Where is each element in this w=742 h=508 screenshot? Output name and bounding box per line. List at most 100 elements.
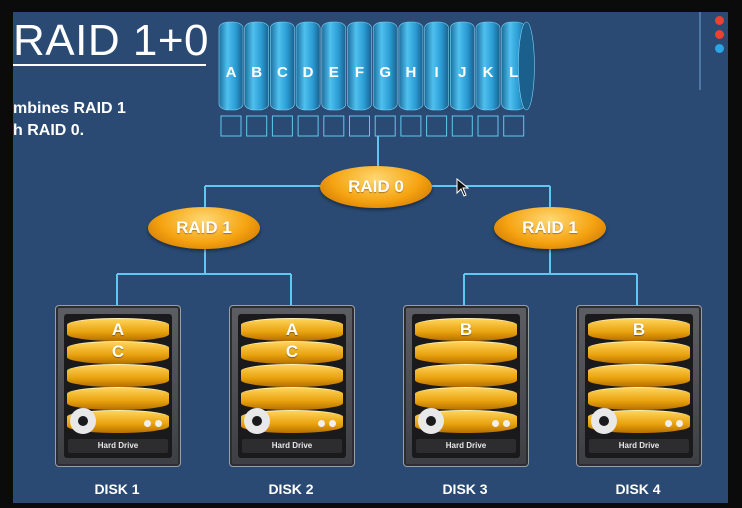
block-slot [400,115,422,137]
data-block-cylinder [218,21,244,111]
drive-platter [415,341,517,364]
description-line-2: h RAID 0. [13,122,85,139]
block-slot [349,115,370,137]
drive-platter [241,341,343,364]
block-slot [271,115,293,137]
drive-led-icon [503,420,510,427]
drive-leds [314,414,336,432]
drive-label-bar [416,439,516,453]
drive-platter [588,341,690,364]
drive-led-icon [329,420,336,427]
drive-spindle-icon [591,408,617,434]
drive-text: Hard Drive [271,441,313,450]
disk-content-label: A [285,320,299,339]
drive-platter [415,387,517,410]
hard-drive-icon: B Hard Drive [403,305,529,467]
hard-drive-icon: B Hard Drive [576,305,702,467]
disk-content-label: B [632,320,646,339]
indicator-dot [715,16,724,25]
drive-led-icon [665,420,672,427]
drive-led-icon [155,420,162,427]
data-block-cylinder [347,21,372,111]
drive-spindle-icon [244,408,270,434]
raid0-node: RAID 0 [320,166,432,208]
drive-platter [67,387,169,410]
connector-lines [116,115,638,305]
block-slot [374,115,396,137]
disk-label: DISK 3 [442,481,488,497]
disk-content-label: C [285,342,299,361]
drive-platter [415,318,517,341]
data-block-cylinder [424,21,449,111]
drive-platter [588,364,690,387]
block-slot [477,115,499,137]
drive-platter [67,318,169,341]
disk-content-label: B [459,320,473,339]
mouse-cursor-icon [456,178,470,197]
block-slot [451,115,473,137]
indicator-dot [715,44,724,53]
drive-leds [140,414,162,432]
drive-platter [67,341,169,364]
data-block-letter: K [483,64,494,81]
data-block-letter: E [329,64,339,81]
cylinder-end-cap [518,21,535,111]
data-block-letter: L [509,64,518,81]
data-block-cylinder [321,21,347,111]
drive-led-icon [144,420,151,427]
raid1-right-node: RAID 1 [494,207,606,249]
block-slot [246,115,268,137]
block-slot [426,115,448,137]
drive-body: B Hard Drive [412,314,520,458]
disk-label: DISK 2 [268,481,314,497]
data-block-letter: B [251,64,262,81]
block-slot [297,115,319,137]
drive-text: Hard Drive [618,441,660,450]
block-slot [503,115,525,137]
disk-label: DISK 4 [615,481,661,497]
data-block-letter: G [379,64,391,81]
data-block-letter: D [303,64,314,81]
drive-body: B Hard Drive [585,314,693,458]
drive-platter [241,318,343,341]
indicator-dot [715,30,724,39]
data-block-cylinder [449,21,475,111]
block-slot [220,115,242,137]
title-underline [13,64,206,66]
drive-label-bar [68,439,168,453]
drive-spindle-icon [70,408,96,434]
description-line-1: mbines RAID 1 [13,100,126,117]
data-block-letter: F [355,64,364,81]
drive-leds [661,414,683,432]
data-block-cylinder [270,21,295,111]
data-block-letter: J [458,64,466,81]
disk-content-label: A [111,320,125,339]
drive-led-icon [318,420,325,427]
drive-led-icon [676,420,683,427]
raid1-left-node: RAID 1 [148,207,260,249]
drive-platter [588,318,690,341]
data-block-letter: C [277,64,288,81]
data-block-cylinder [244,21,269,111]
drive-label-bar [589,439,689,453]
indicator-dots [715,16,724,58]
data-block-letter: A [226,64,237,81]
drive-platter [241,364,343,387]
data-block-cylinder [475,21,501,111]
data-block-letter: H [405,64,416,81]
drive-label-bar [242,439,342,453]
drive-leds [488,414,510,432]
drive-text: Hard Drive [97,441,139,450]
drive-spindle-icon [418,408,444,434]
disk-label: DISK 1 [94,481,140,497]
drive-text: Hard Drive [445,441,487,450]
disk-content-label: C [111,342,125,361]
data-block-cylinder [295,21,321,111]
block-slot [323,115,345,137]
